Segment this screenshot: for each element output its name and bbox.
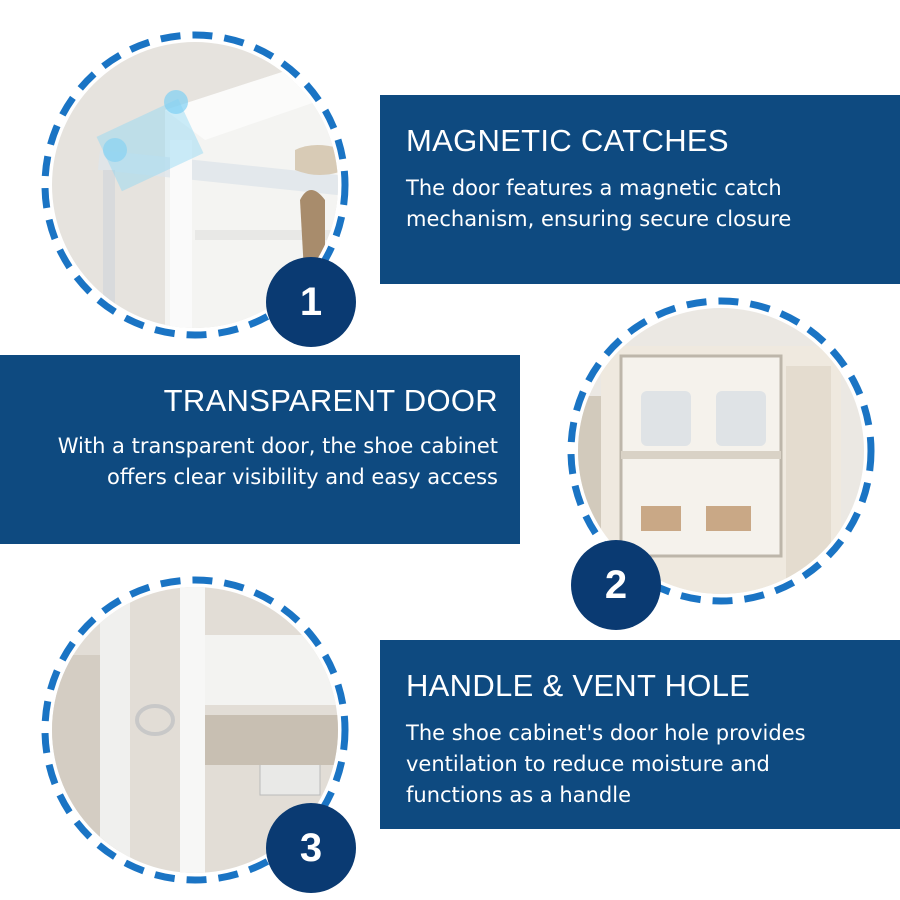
feature-description: The shoe cabinet's door hole provides ve…	[406, 721, 806, 807]
feature-title: MAGNETIC CATCHES	[406, 123, 729, 158]
feature-number-badge: 2	[571, 540, 661, 630]
badge-number: 2	[604, 562, 628, 607]
badge-number: 3	[299, 825, 323, 870]
feature-description: The door features a magnetic catch mecha…	[406, 176, 792, 231]
feature-number-badge: 3	[266, 803, 356, 893]
feature-panel-transparent-door: TRANSPARENT DOOR With a transparent door…	[0, 355, 520, 544]
feature-number-badge: 1	[266, 257, 356, 347]
feature-panel-magnetic-catches: MAGNETIC CATCHES The door features a mag…	[380, 95, 900, 284]
feature-title: TRANSPARENT DOOR	[163, 383, 498, 418]
badge-number: 1	[299, 279, 323, 324]
feature-panel-handle-vent-hole: HANDLE & VENT HOLE The shoe cabinet's do…	[380, 640, 900, 829]
feature-title: HANDLE & VENT HOLE	[406, 668, 751, 703]
feature-description: With a transparent door, the shoe cabine…	[57, 434, 498, 489]
